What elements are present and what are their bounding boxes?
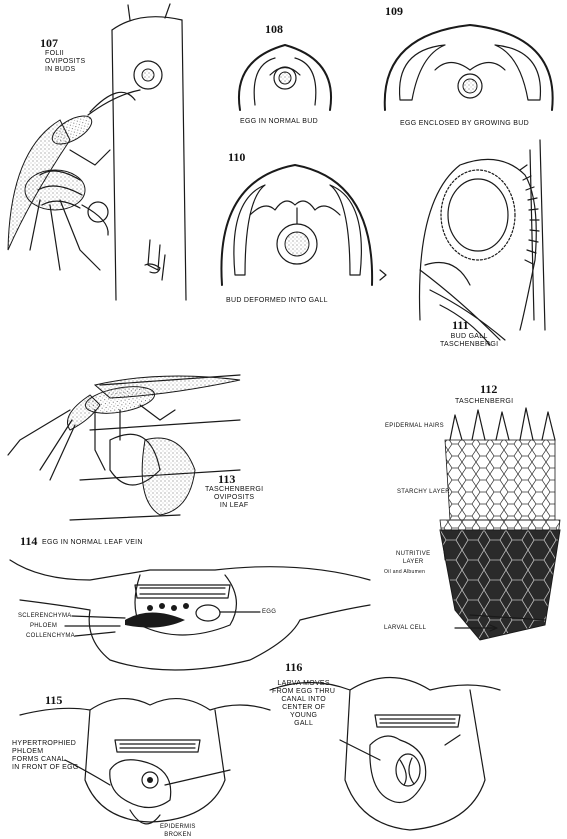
figure-109-number: 109 bbox=[385, 4, 403, 18]
figure-115-number: 115 bbox=[45, 693, 63, 707]
label-collenchyma: COLLENCHYMA bbox=[26, 633, 75, 639]
figure-115-drawing bbox=[19, 697, 271, 825]
figure-110-caption: BUD DEFORMED INTO GALL bbox=[226, 297, 328, 304]
figure-112-drawing bbox=[439, 407, 561, 641]
figure-115-caption: HYPERTROPHIED PHLOEM FORMS CANAL IN FRON… bbox=[12, 740, 79, 771]
figure-114-number: 114 bbox=[20, 534, 38, 548]
figure-111-caption: BUD GALL TASCHENBERGI bbox=[440, 333, 499, 348]
label-epidermis-broken: EPIDERMIS BROKEN bbox=[160, 824, 196, 838]
label-phloem: PHLOEM bbox=[30, 623, 58, 629]
figure-111-number: 111 bbox=[452, 318, 469, 332]
label-epidermal-hairs: EPIDERMAL HAIRS bbox=[385, 423, 444, 429]
figure-107-caption: FOLII OVIPOSITS IN BUDS bbox=[45, 50, 86, 73]
figure-112-number: 112 bbox=[480, 382, 498, 396]
figure-113-caption: TASCHENBERGI OVIPOSITS IN LEAF bbox=[205, 486, 264, 509]
label-sclerenchyma: SCLERENCHYMA bbox=[18, 613, 72, 619]
figure-108-drawing bbox=[238, 44, 332, 111]
label-nutritive-layer: NUTRITIVE LAYER bbox=[396, 551, 431, 565]
figure-116-number: 116 bbox=[285, 660, 303, 674]
figure-111-drawing bbox=[418, 139, 546, 346]
figure-113-number: 113 bbox=[218, 472, 236, 486]
label-starchy-layer: STARCHY LAYER bbox=[397, 489, 450, 495]
figure-114-caption: EGG IN NORMAL LEAF VEIN bbox=[42, 539, 143, 546]
figure-116-caption: LARVA MOVES FROM EGG THRU CANAL INTO CEN… bbox=[272, 680, 336, 727]
figure-114-drawing bbox=[9, 559, 371, 671]
figure-116-drawing bbox=[269, 676, 501, 831]
figure-107-number: 107 bbox=[40, 36, 58, 50]
figure-107-drawing bbox=[7, 3, 187, 301]
label-larval-cell: LARVAL CELL bbox=[384, 625, 427, 631]
figure-112-caption: TASCHENBERGI bbox=[455, 398, 514, 405]
label-oil-albumen: Oil and Albumen bbox=[384, 569, 426, 575]
figure-109-drawing bbox=[383, 24, 554, 111]
figure-110-drawing bbox=[220, 164, 387, 286]
figure-108-number: 108 bbox=[265, 22, 283, 36]
figure-113-drawing bbox=[7, 374, 241, 521]
figure-109-caption: EGG ENCLOSED BY GROWING BUD bbox=[400, 120, 529, 127]
figure-110-number: 110 bbox=[228, 150, 246, 164]
figure-108-caption: EGG IN NORMAL BUD bbox=[240, 118, 318, 125]
label-egg: EGG bbox=[262, 609, 277, 615]
